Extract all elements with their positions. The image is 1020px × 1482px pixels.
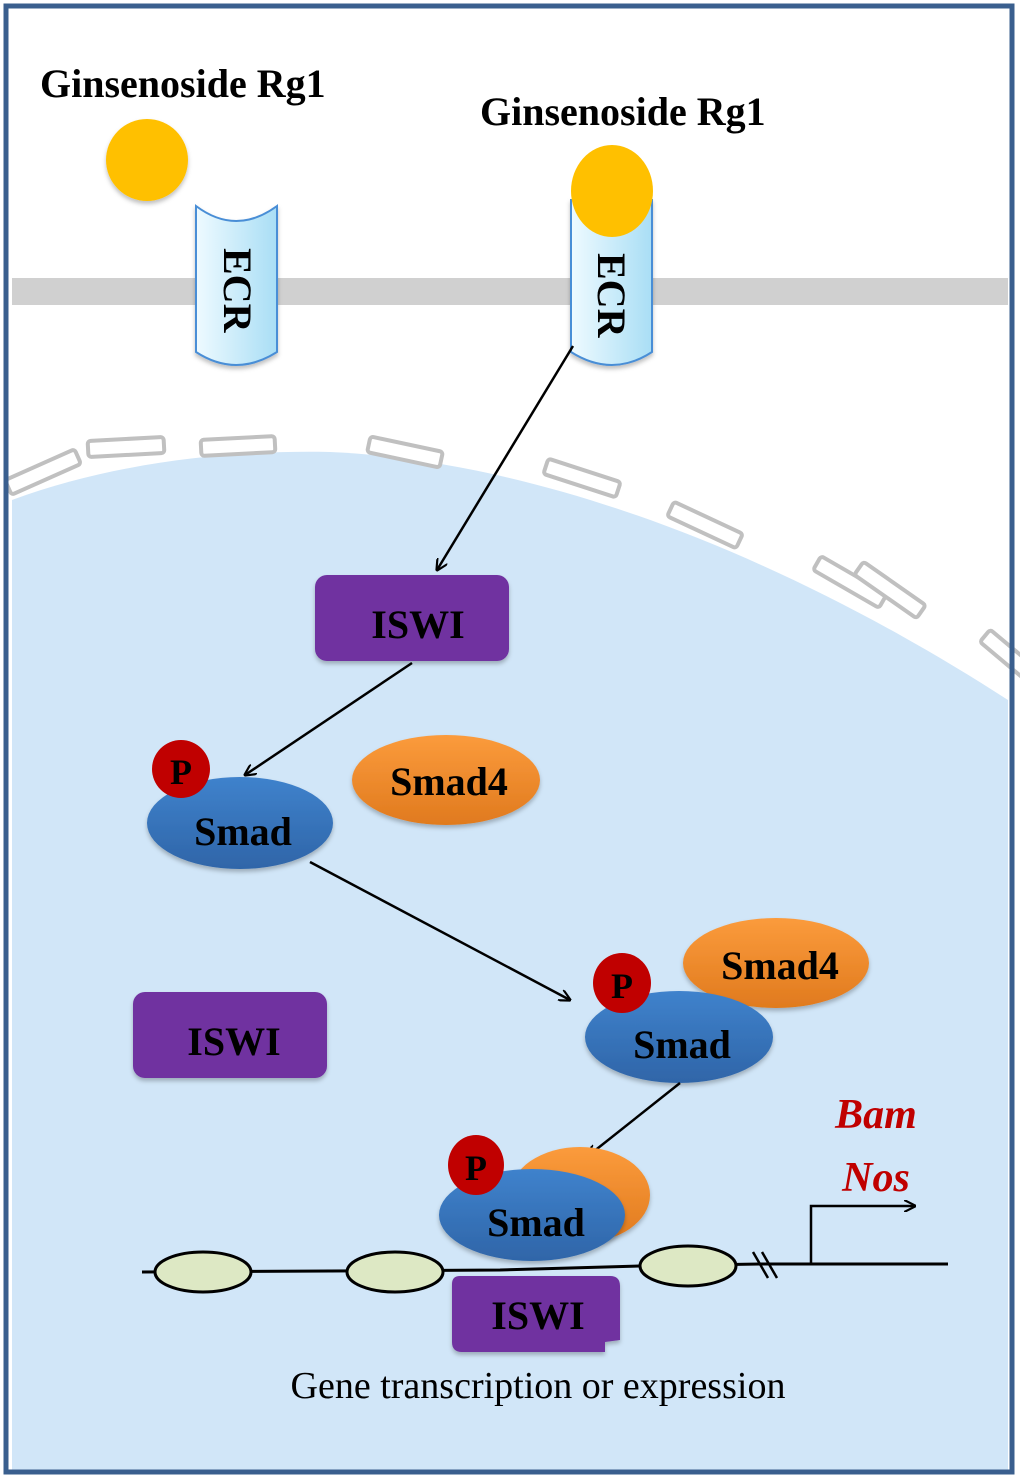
nucleosome	[153, 1250, 253, 1294]
nucleosome	[638, 1244, 738, 1288]
receptor-ecr-bound[interactable]: ECR	[570, 199, 653, 366]
phospho-label: P	[611, 966, 633, 1006]
smad-label: Smad	[487, 1200, 585, 1245]
nucleosome	[345, 1250, 445, 1294]
phospho-label: P	[465, 1148, 487, 1188]
arrow-iswi-to-smad	[245, 661, 413, 775]
transcription-start-arrow	[809, 1206, 915, 1264]
phospho-label: P	[170, 752, 192, 792]
frame-border	[3, 3, 1015, 1475]
phospho-circle	[448, 1135, 504, 1195]
smad-label: Smad	[633, 1022, 731, 1067]
caption: Gene transcription or expression	[291, 1365, 786, 1407]
arrow-ecr-to-iswi	[437, 345, 575, 570]
gene-bam: Bam	[834, 1092, 917, 1138]
ginsenoside-rg1-bound[interactable]	[571, 145, 653, 237]
phospho-circle	[593, 953, 651, 1013]
ligand-label-left: Ginsenoside Rg1	[40, 61, 326, 106]
iswi-label: ISWI	[491, 1293, 584, 1338]
receptor-ecr-unbound[interactable]: ECR	[195, 204, 278, 366]
iswi-box-bottom[interactable]: ISWI	[452, 1276, 620, 1352]
receptor-label: ECR	[215, 248, 260, 334]
nucleosomes	[153, 1244, 738, 1294]
phospho-group: P	[152, 740, 210, 798]
iswi-label: ISWI	[187, 1019, 280, 1064]
smad-phosphorylated[interactable]: Smad	[147, 777, 333, 869]
receptor-label: ECR	[589, 253, 634, 339]
dna-break-icon	[751, 1251, 779, 1279]
gene-nos: Nos	[841, 1155, 910, 1201]
nucleus	[12, 451, 1008, 1471]
arrow-smad-to-complex	[309, 860, 570, 1000]
smad4-label: Smad4	[390, 759, 508, 804]
smad4-free[interactable]: Smad4	[352, 735, 540, 825]
arrow-complex-to-dna	[588, 1082, 681, 1156]
iswi-box-top[interactable]: ISWI	[315, 575, 509, 661]
smad-label: Smad	[194, 809, 292, 854]
cell-membrane	[12, 278, 1008, 305]
dna-strand	[141, 1262, 948, 1274]
ligand-label-right: Ginsenoside Rg1	[480, 89, 766, 134]
smad4-label: Smad4	[721, 943, 839, 988]
ginsenoside-rg1-free[interactable]	[106, 119, 188, 201]
smad-complex-dna-bound[interactable]: Smad P	[439, 1135, 650, 1261]
iswi-box-middle[interactable]: ISWI	[133, 992, 327, 1078]
iswi-label: ISWI	[371, 602, 464, 647]
smad-smad4-complex[interactable]: Smad4 Smad P	[585, 918, 869, 1083]
